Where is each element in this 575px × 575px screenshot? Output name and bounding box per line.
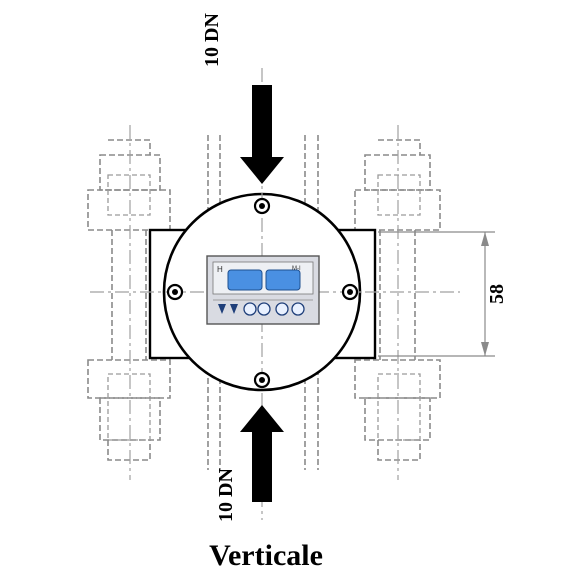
dimension-marker (378, 231, 495, 357)
flow-direction-icon (218, 304, 226, 314)
dimension-label: 58 (486, 284, 508, 304)
button-icon (291, 302, 305, 316)
button-icon (275, 302, 289, 316)
display-right-indicator: M-I (292, 266, 301, 272)
flow-direction-icon (230, 304, 238, 314)
housing-screws (166, 197, 359, 389)
button-icon (243, 302, 257, 316)
display-screen-left (227, 269, 263, 291)
screw-icon (341, 283, 359, 301)
bottom-arrow-label: 10 DN (215, 468, 237, 522)
display-screen-right (265, 269, 301, 291)
bottom-flow-arrow (240, 405, 284, 502)
diagram-title: Verticale (209, 539, 323, 572)
screw-icon (253, 197, 271, 215)
left-flange-assembly (87, 125, 221, 480)
display-left-indicator: H (217, 265, 223, 274)
top-flow-arrow (240, 85, 284, 184)
screw-icon (253, 371, 271, 389)
display-panel: H M-I (206, 255, 320, 325)
screw-icon (166, 283, 184, 301)
button-icon (257, 302, 271, 316)
right-flange-assembly (304, 125, 441, 480)
top-arrow-label: 10 DN (201, 13, 223, 67)
